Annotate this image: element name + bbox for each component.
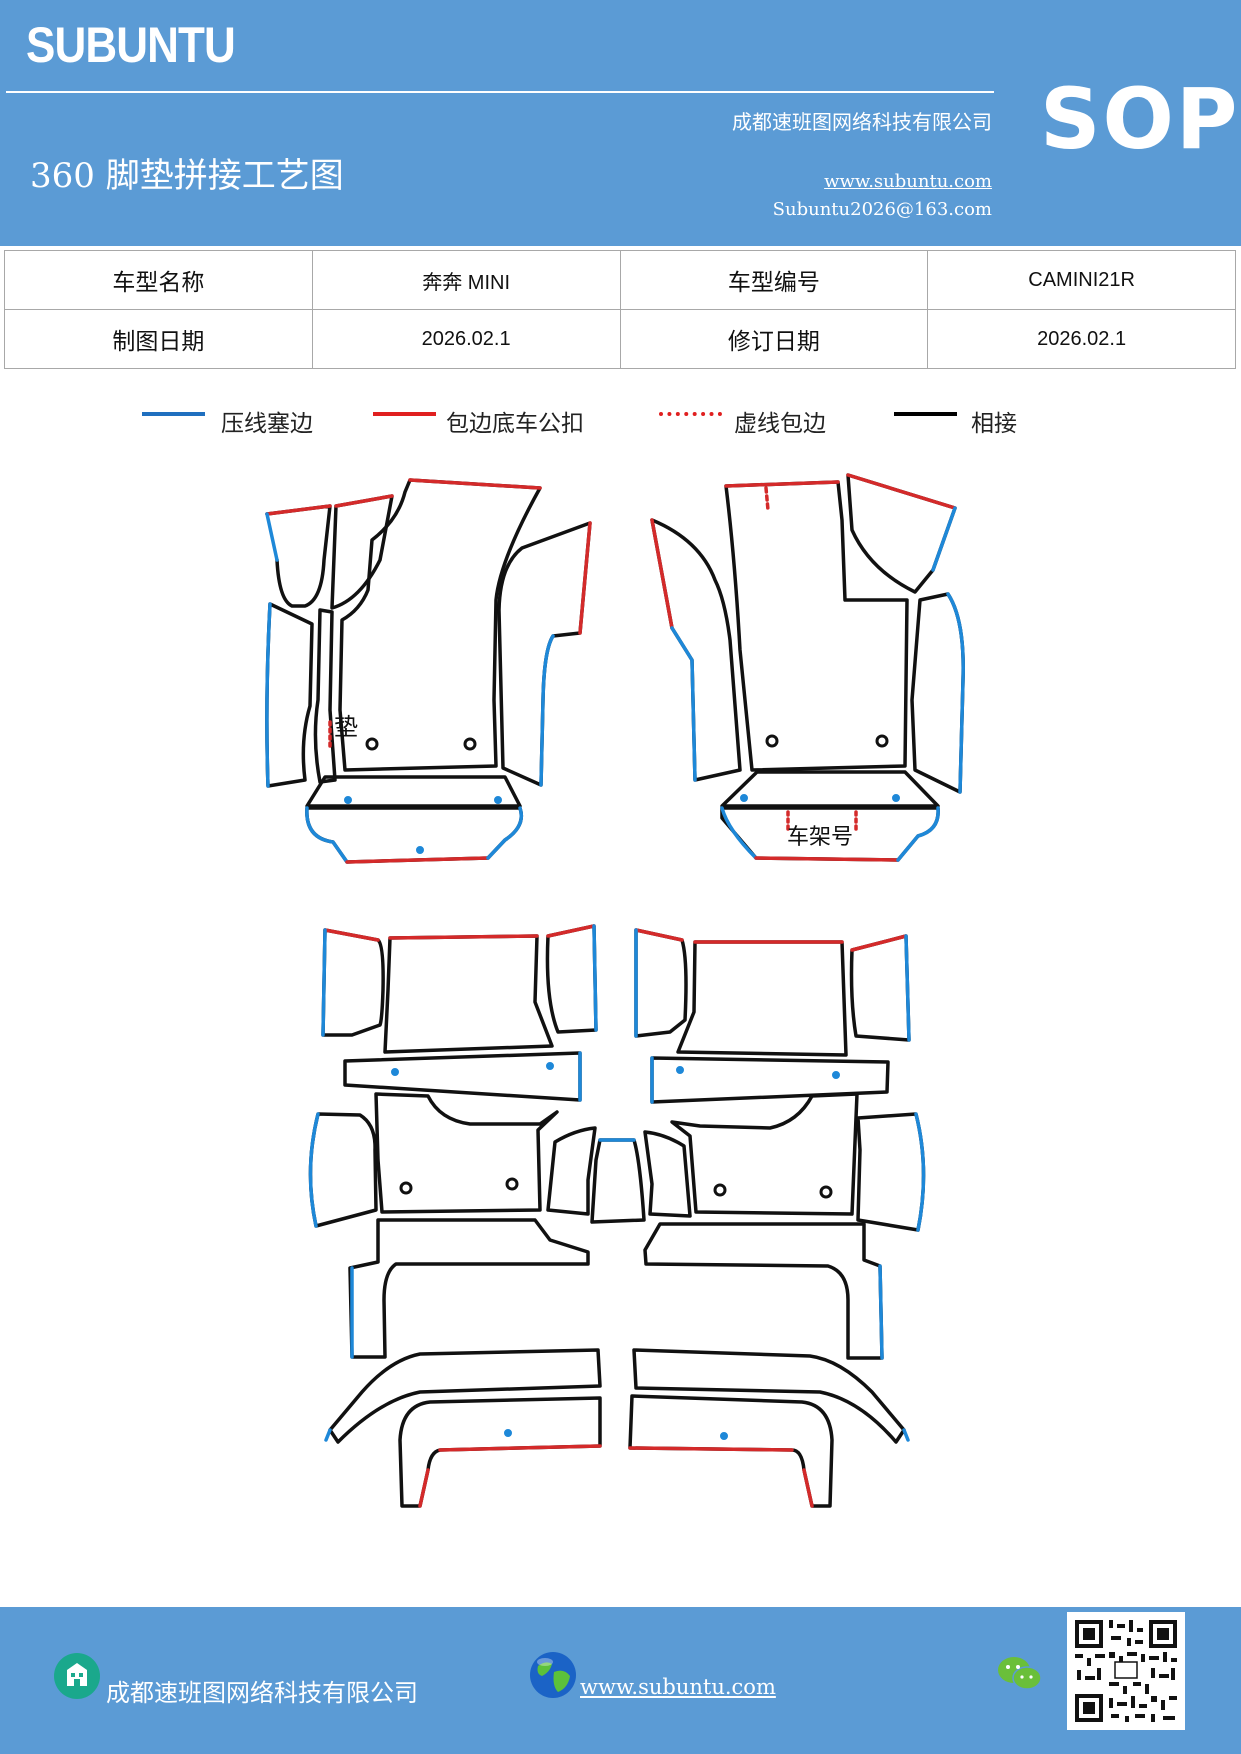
footer-website-link[interactable]: www.subuntu.com xyxy=(580,1675,776,1699)
building-icon xyxy=(54,1653,100,1699)
model-name-value: 奔奔 MINI xyxy=(311,250,621,310)
draw-date-value: 2026.02.1 xyxy=(311,309,621,369)
legend-label-joined: 相接 xyxy=(971,411,1017,437)
legend-label-pressed: 压线塞边 xyxy=(221,411,313,437)
legend-swatch-pressed xyxy=(142,412,205,416)
legend-swatch-dotted xyxy=(659,412,722,416)
vehicle-info-table: 车型名称 奔奔 MINI 车型编号 CAMINI21R 制图日期 2026.02… xyxy=(4,250,1236,369)
legend-label-dotted: 虚线包边 xyxy=(734,411,826,437)
model-code-label: 车型编号 xyxy=(619,250,929,310)
document-title: 360 脚垫拼接工艺图 xyxy=(30,156,344,196)
vin-label: 车架号 xyxy=(787,825,853,850)
header-divider xyxy=(6,91,994,93)
rear-right-mats xyxy=(628,928,926,1508)
table-row: 制图日期 2026.02.1 修订日期 2026.02.1 xyxy=(4,309,1236,369)
revision-date-label: 修订日期 xyxy=(619,309,929,369)
website-link[interactable]: www.subuntu.com xyxy=(824,171,992,192)
rear-left-mats xyxy=(308,924,646,1508)
draw-date-label: 制图日期 xyxy=(4,309,313,369)
company-name: 成都速班图网络科技有限公司 xyxy=(732,110,992,134)
wechat-icon xyxy=(998,1657,1042,1690)
legend: 压线塞边 包边底车公扣 虚线包边 相接 xyxy=(0,404,1241,437)
header-banner: SUBUNTU SOP 360 脚垫拼接工艺图 成都速班图网络科技有限公司 ww… xyxy=(0,0,1241,246)
qr-code[interactable] xyxy=(1067,1612,1185,1730)
email-address: Subuntu2026@163.com xyxy=(772,199,992,220)
brand-logo-text: SUBUNTU xyxy=(26,17,236,73)
model-name-label: 车型名称 xyxy=(4,250,313,310)
legend-label-wrap: 包边底车公扣 xyxy=(446,411,584,437)
front-left-mat: 垫 xyxy=(265,478,592,864)
qr-code-pattern xyxy=(1067,1612,1185,1730)
revision-date-value: 2026.02.1 xyxy=(927,309,1236,369)
legend-swatch-wrap xyxy=(373,412,436,416)
front-left-mark: 垫 xyxy=(334,713,358,741)
front-right-mat: 车架号 xyxy=(650,473,965,862)
model-code-value: CAMINI21R xyxy=(927,250,1236,310)
legend-swatch-joined xyxy=(894,412,957,416)
footer-company-name: 成都速班图网络科技有限公司 xyxy=(106,1679,418,1707)
footer-banner: 成都速班图网络科技有限公司 www.subuntu.com xyxy=(0,1607,1241,1754)
globe-icon xyxy=(530,1652,576,1698)
sop-label: SOP xyxy=(1040,70,1240,168)
table-row: 车型名称 奔奔 MINI 车型编号 CAMINI21R xyxy=(4,250,1236,310)
